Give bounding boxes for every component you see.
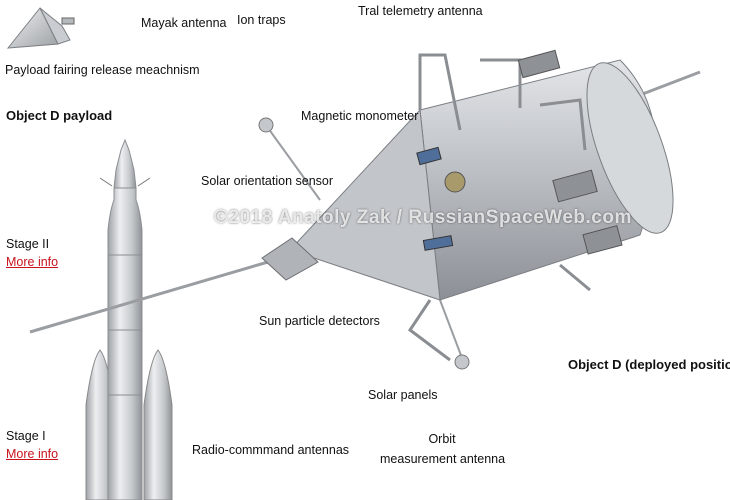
object-d-deployed-heading: Object D (deployed position) (568, 357, 730, 372)
orbit-antenna-label-line2: measurement antenna (380, 452, 506, 466)
tral-telemetry-antenna-label: Tral telemetry antenna (358, 4, 483, 18)
stage-ii-more-info-link[interactable]: More info (6, 255, 59, 269)
solar-orientation-sensor-label: Solar orientation sensor (201, 174, 334, 188)
object-d-payload-heading: Object D payload (6, 108, 113, 123)
stage-i-more-info-link[interactable]: More info (6, 447, 59, 461)
copyright-watermark: ©2018 Anatoly Zak / RussianSpaceWeb.com (214, 207, 632, 228)
radio-command-antennas-label: Radio-commmand antennas (192, 443, 350, 457)
ion-traps-label: Ion traps (237, 13, 286, 27)
fairing-release-label: Payload fairing release meachnism (5, 63, 200, 77)
mayak-antenna-label: Mayak antenna (141, 16, 227, 30)
fairing-release-mechanism-image (6, 7, 75, 49)
stage-ii-label: Stage II (6, 237, 50, 251)
rocket-image (85, 138, 173, 500)
stage-i-label: Stage I (6, 429, 46, 443)
magnetic-monometer-label: Magnetic monometer (301, 109, 419, 123)
object-d-spacecraft-image (29, 49, 701, 370)
orbit-antenna-label-line1: Orbit (428, 432, 456, 446)
sun-particle-detectors-label: Sun particle detectors (259, 314, 380, 328)
solar-panels-label: Solar panels (368, 388, 438, 402)
